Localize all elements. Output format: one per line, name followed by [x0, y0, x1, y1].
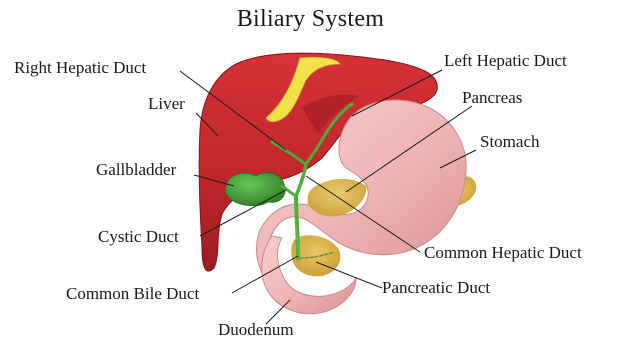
label-gallbladder: Gallbladder [96, 160, 176, 180]
gallbladder-shape [225, 173, 285, 206]
label-cystic-duct: Cystic Duct [98, 227, 179, 247]
label-liver: Liver [148, 94, 185, 114]
label-stomach: Stomach [480, 132, 540, 152]
diagram-title: Biliary System [0, 6, 621, 33]
label-duodenum: Duodenum [218, 320, 294, 340]
label-common-bile-duct: Common Bile Duct [66, 284, 199, 304]
label-pancreatic-duct: Pancreatic Duct [382, 278, 490, 298]
label-left-hepatic-duct: Left Hepatic Duct [444, 51, 567, 71]
label-common-hepatic-duct: Common Hepatic Duct [424, 243, 582, 263]
label-right-hepatic-duct: Right Hepatic Duct [14, 58, 146, 78]
label-pancreas: Pancreas [462, 88, 522, 108]
